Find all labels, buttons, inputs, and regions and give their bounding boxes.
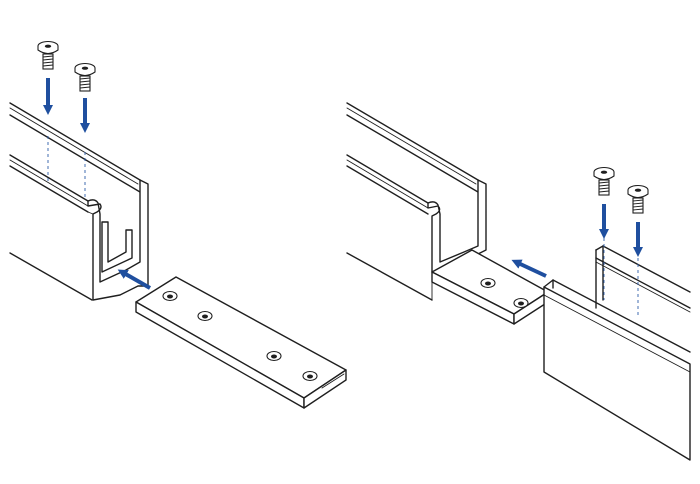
arrow-left-icon <box>511 259 547 278</box>
screw-icon <box>37 40 59 70</box>
panel-step-1 <box>9 40 347 409</box>
connector-plate-left <box>135 276 347 409</box>
profile-rail-middle <box>346 102 487 301</box>
panel-step-2 <box>346 102 691 461</box>
connector-plate-right <box>431 249 549 325</box>
arrow-left-icon <box>117 269 151 290</box>
screw-icon <box>593 166 615 196</box>
profile-rail-right <box>543 238 691 461</box>
screw-icon <box>627 184 649 214</box>
profile-rail-left <box>9 102 149 301</box>
screw-icon <box>74 62 96 92</box>
